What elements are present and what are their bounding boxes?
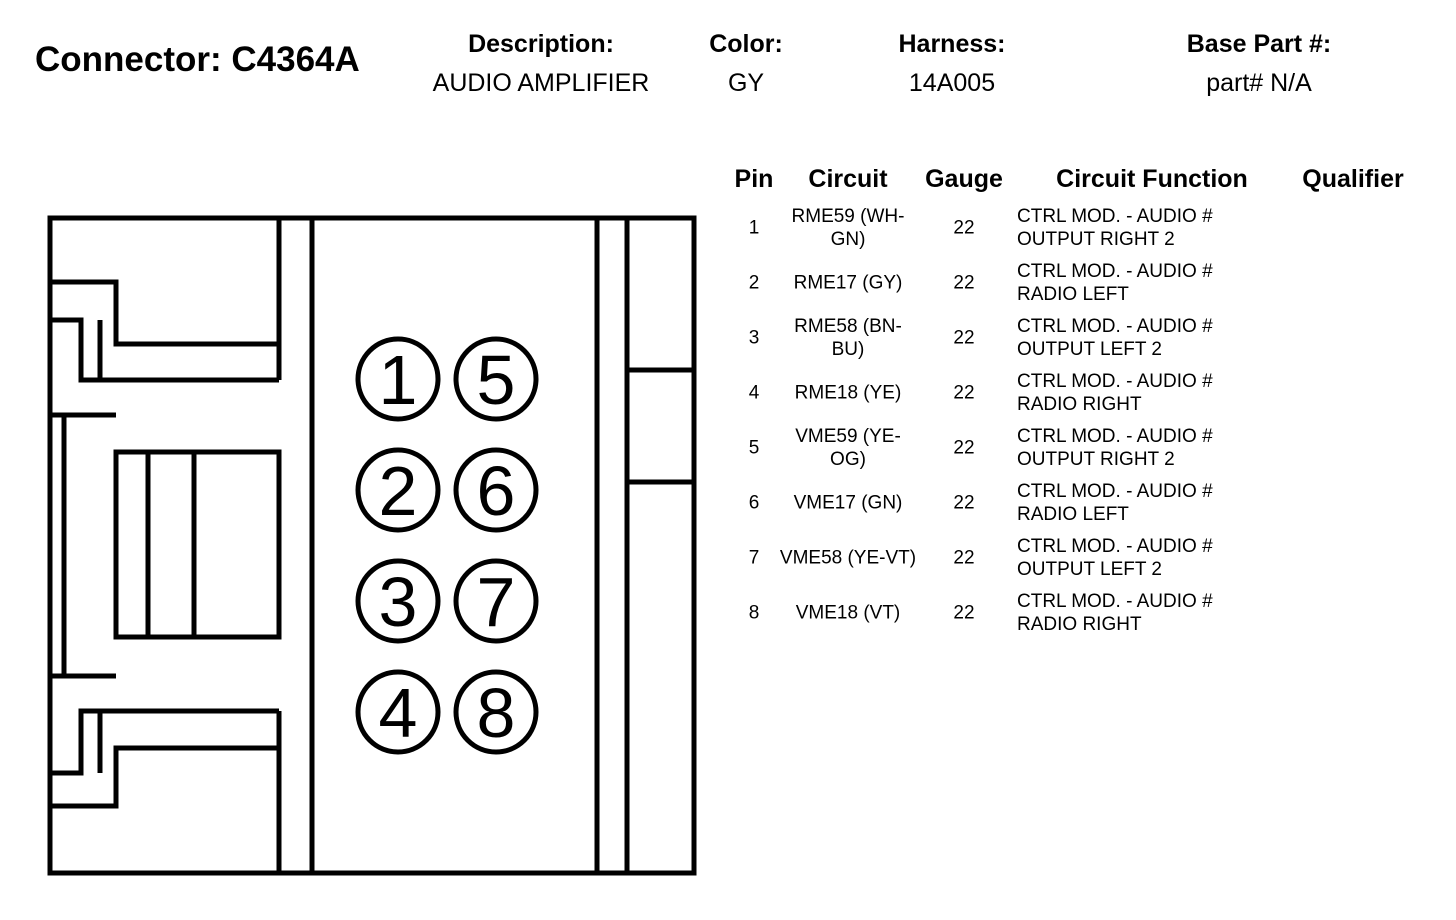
pin-cell: 2 [748, 272, 760, 294]
column-header-qualifier: Qualifier [1302, 165, 1404, 193]
pin-cell: 4 [748, 382, 760, 404]
pin-circle [355, 558, 441, 644]
gauge-cell: 22 [953, 272, 975, 294]
upper-latch [50, 279, 279, 347]
connector-title: Connector: C4364A [35, 40, 360, 79]
function-cell: CTRL MOD. - AUDIO # OUTPUT RIGHT 2 [1017, 426, 1213, 470]
pin-cell: 1 [748, 217, 760, 239]
pin-circle [453, 558, 539, 644]
circuit-cell: RME18 (YE) [794, 382, 902, 404]
gauge-cell: 22 [953, 437, 975, 459]
gauge-cell: 22 [953, 602, 975, 624]
pin-cavity-4: 4 [355, 669, 441, 755]
pin-cavity-8: 8 [453, 669, 539, 755]
circuit-cell: VME59 (YE-OG) [795, 426, 901, 470]
gauge-cell: 22 [953, 547, 975, 569]
column-header-circuit: Circuit [808, 165, 888, 193]
pin-circle [355, 336, 441, 422]
connector-outline [47, 215, 697, 876]
function-cell: CTRL MOD. - AUDIO # RADIO RIGHT [1017, 371, 1213, 415]
pin-cell: 8 [748, 602, 760, 624]
function-cell: CTRL MOD. - AUDIO # OUTPUT RIGHT 2 [1017, 206, 1213, 250]
description-label: Description: [468, 30, 614, 58]
base-part-value: part# N/A [1206, 69, 1312, 97]
pin-circle [453, 447, 539, 533]
circuit-cell: RME58 (BN-BU) [794, 316, 902, 360]
column-header-circuit-function: Circuit Function [1056, 165, 1248, 193]
pin-circle [355, 669, 441, 755]
pin-cavity-6: 6 [453, 447, 539, 533]
harness-value: 14A005 [908, 69, 996, 97]
pin-number: 1 [379, 341, 418, 419]
pin-number: 4 [379, 674, 418, 752]
description-value: AUDIO AMPLIFIER [432, 69, 650, 97]
circuit-cell: VME17 (GN) [793, 492, 903, 514]
gauge-cell: 22 [953, 217, 975, 239]
pin-cavity-1: 1 [355, 336, 441, 422]
pin-cavity-5: 5 [453, 336, 539, 422]
column-header-gauge: Gauge [925, 165, 1003, 193]
upper-latch-inner [50, 317, 279, 383]
pin-number: 6 [477, 452, 516, 530]
pin-circle [453, 336, 539, 422]
pin-number: 5 [477, 341, 516, 419]
pin-cell: 5 [748, 437, 760, 459]
lower-latch [50, 745, 279, 809]
gauge-cell: 22 [953, 382, 975, 404]
pin-cavity-3: 3 [355, 558, 441, 644]
function-cell: CTRL MOD. - AUDIO # RADIO RIGHT [1017, 591, 1213, 635]
function-cell: CTRL MOD. - AUDIO # RADIO LEFT [1017, 261, 1213, 305]
column-header-pin: Pin [734, 165, 774, 193]
pin-number: 2 [379, 452, 418, 530]
circuit-cell: VME18 (VT) [795, 602, 901, 624]
pin-circle [355, 447, 441, 533]
base-part-label: Base Part #: [1186, 30, 1332, 58]
gauge-cell: 22 [953, 327, 975, 349]
lower-latch-inner [50, 708, 279, 776]
circuit-cell: RME17 (GY) [793, 272, 903, 294]
pin-cavity-7: 7 [453, 558, 539, 644]
function-cell: CTRL MOD. - AUDIO # OUTPUT LEFT 2 [1017, 316, 1213, 360]
pin-number: 3 [379, 563, 418, 641]
pin-circle [453, 669, 539, 755]
function-cell: CTRL MOD. - AUDIO # RADIO LEFT [1017, 481, 1213, 525]
pin-number: 8 [477, 674, 516, 752]
circuit-cell: VME58 (YE-VT) [779, 547, 917, 569]
pin-cell: 7 [748, 547, 760, 569]
color-value: GY [727, 69, 765, 97]
function-cell: CTRL MOD. - AUDIO # OUTPUT LEFT 2 [1017, 536, 1213, 580]
harness-label: Harness: [898, 30, 1006, 58]
connector-face-diagram: 1 2 3 4 5 6 7 8 [47, 215, 697, 876]
gauge-cell: 22 [953, 492, 975, 514]
color-label: Color: [709, 30, 783, 58]
center-keyway [113, 449, 282, 640]
pin-cavity-2: 2 [355, 447, 441, 533]
pin-number: 7 [477, 563, 516, 641]
pin-cell: 6 [748, 492, 760, 514]
pin-cavities: 1 2 3 4 5 6 7 8 [355, 336, 539, 755]
circuit-cell: RME59 (WH-GN) [791, 206, 905, 250]
pin-cell: 3 [748, 327, 760, 349]
